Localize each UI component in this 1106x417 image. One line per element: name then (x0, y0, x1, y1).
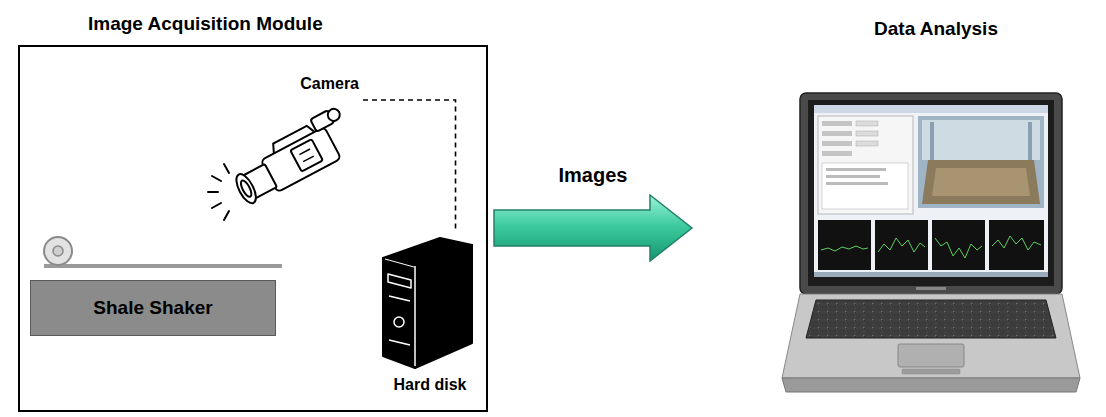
laptop-illustration (989, 220, 1044, 270)
computer-tower (389, 340, 410, 345)
shaker-screen (44, 264, 282, 268)
laptop-illustration (782, 93, 1080, 392)
camera-rays (224, 211, 229, 220)
computer-tower (414, 266, 416, 366)
laptop-illustration (782, 294, 1080, 378)
laptop-illustration (1028, 122, 1032, 160)
laptop-illustration (898, 344, 964, 367)
laptop-illustration (826, 182, 888, 185)
laptop-illustration (875, 220, 928, 270)
laptop-illustration (822, 121, 852, 126)
shale-shaker-box: Shale Shaker (30, 280, 276, 336)
computer-tower (394, 317, 404, 327)
camera-illustration (299, 149, 310, 155)
laptop-illustration (856, 121, 878, 126)
laptop-illustration (814, 105, 1048, 277)
edge-label: Images (556, 164, 631, 187)
camera-rays (208, 191, 218, 193)
laptop-illustration (800, 93, 1062, 294)
computer-tower (388, 274, 411, 288)
camera-illustration (326, 107, 342, 123)
camera-illustration (303, 156, 314, 162)
camera-rays (212, 176, 221, 181)
laptop-illustration (992, 236, 1041, 250)
computer-tower (383, 258, 415, 368)
camera-rays (224, 164, 229, 173)
camera-illustration (225, 106, 358, 208)
camera-label: Camera (300, 75, 359, 93)
laptop-illustration (930, 122, 934, 160)
laptop-illustration (808, 100, 1054, 286)
laptop-illustration (806, 300, 1056, 338)
laptop-illustration (918, 116, 1044, 208)
laptop-illustration (902, 369, 960, 374)
laptop-illustration (932, 220, 985, 270)
camera-rays (212, 203, 221, 208)
shaker-label: Shale Shaker (93, 297, 212, 319)
shaker-screen (44, 237, 282, 266)
laptop-illustration (856, 141, 878, 146)
computer-tower (415, 245, 472, 368)
module-box: Image Acquisition ModuleCameraShale Shak… (18, 45, 488, 412)
laptop-illustration (856, 131, 878, 136)
laptop-illustration (922, 120, 1040, 160)
laptop-illustration (782, 378, 1080, 392)
block-arrow (494, 195, 692, 261)
laptop-illustration (814, 105, 1048, 113)
hard-disk-label: Hard disk (372, 376, 488, 394)
laptop-illustration (822, 131, 852, 136)
computer-tower (383, 238, 472, 368)
laptop-illustration (922, 160, 1040, 204)
laptop-illustration (878, 238, 925, 252)
laptop-illustration (818, 220, 871, 270)
shaker-screen (53, 246, 63, 256)
laptop-illustration (826, 175, 880, 178)
shaker-screen (44, 237, 72, 265)
laptop-illustration (822, 141, 852, 146)
laptop-illustration (935, 238, 982, 258)
laptop-illustration (822, 151, 852, 156)
laptop-illustration (822, 163, 908, 209)
laptop-illustration (814, 272, 1048, 277)
laptop-illustration (826, 168, 886, 171)
camera-illustration (290, 139, 322, 171)
laptop-illustration (916, 287, 946, 290)
computer-tower (389, 296, 410, 301)
module-title: Image Acquisition Module (88, 13, 323, 35)
dashed-cable (363, 100, 456, 232)
camera-icon: Camera (225, 75, 363, 210)
computer-tower (385, 259, 414, 267)
laptop-illustration (932, 168, 1030, 196)
camera-illustration (239, 179, 254, 198)
laptop-panel: Data Analysis (692, 10, 1092, 410)
hard-disk-icon: Hard disk (372, 232, 488, 394)
laptop-illustration (818, 116, 913, 214)
laptop-illustration (821, 246, 868, 251)
panel-title: Data Analysis (874, 18, 998, 40)
camera-illustration (232, 171, 259, 206)
camera-rays (208, 164, 229, 220)
